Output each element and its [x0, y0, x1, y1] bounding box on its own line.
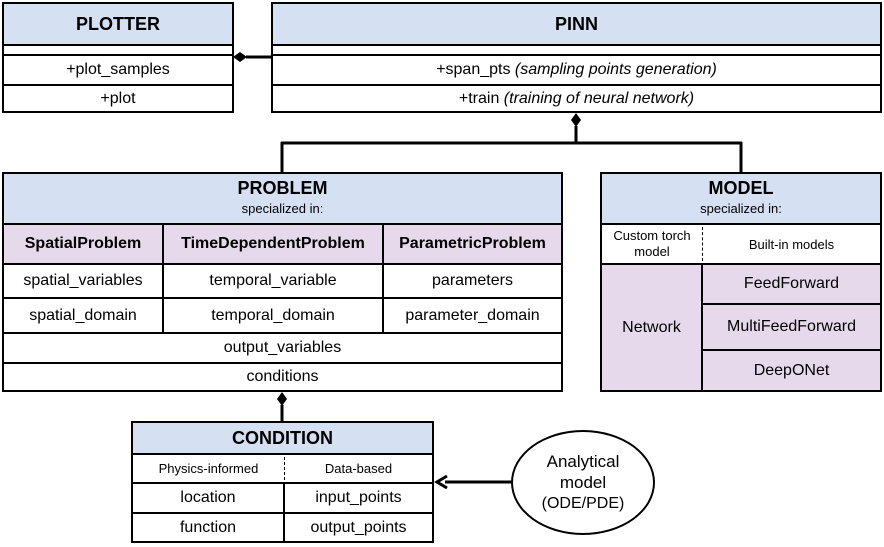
method-description: (training of neural network): [503, 89, 695, 107]
plotter-method: +plot: [100, 89, 136, 107]
problem-condition-diamond: [277, 392, 287, 406]
analytical-line1: Analytical: [546, 452, 620, 471]
model-subtitle: specialized in:: [700, 201, 782, 216]
pinn-diamond: [571, 113, 581, 127]
kind-divider-dashed: [284, 457, 285, 480]
model-title: MODEL: [708, 178, 774, 198]
builtin-models-label: Built-in models: [748, 236, 835, 252]
shared-attribute-conditions: conditions: [246, 368, 319, 385]
condition-attribute-location: location: [180, 489, 236, 506]
problem-subtitle: specialized in:: [241, 201, 324, 216]
label-divider-dashed: [702, 227, 703, 261]
model-deeponet: DeepONet: [703, 351, 880, 390]
attribute: parameter_domain: [405, 306, 540, 324]
physics-informed-label: Physics-informed: [158, 461, 259, 476]
pinn-class: PINN +span_pts (sampling points generati…: [271, 2, 882, 113]
method-description: (sampling points generation): [514, 61, 717, 78]
condition-attribute-function: function: [179, 518, 237, 536]
condition-attribute-input-points: input_points: [315, 489, 402, 506]
problem-class: PROBLEM specialized in: SpatialProblem T…: [2, 172, 563, 392]
shared-attribute-output-variables: output_variables: [223, 339, 342, 356]
attribute: spatial_variables: [23, 272, 143, 289]
network-cell: Network: [602, 265, 701, 390]
model-multifeedforward: MultiFeedForward: [703, 305, 880, 349]
attribute: temporal_domain: [211, 306, 335, 324]
problem-title: PROBLEM: [237, 178, 328, 198]
problem-type-spatial: SpatialProblem: [4, 225, 162, 263]
plotter-title: PLOTTER: [4, 4, 232, 44]
data-based-label: Data-based: [324, 461, 393, 476]
problem-type-time-dependent: TimeDependentProblem: [164, 225, 382, 263]
pinn-method-span-pts: +span_pts (sampling points generation): [273, 56, 880, 84]
model-class: MODEL specialized in: Custom torch model…: [600, 172, 882, 392]
condition-class: CONDITION Physics-informed Data-based lo…: [131, 421, 434, 543]
condition-attribute-output-points: output_points: [310, 518, 407, 536]
plotter-method: +plot_samples: [66, 61, 170, 78]
analytical-model-ellipse: Analytical model (ODE/PDE): [511, 430, 655, 535]
analytical-line3: (ODE/PDE): [541, 495, 625, 512]
attribute: temporal_variable: [209, 272, 337, 289]
pinn-method-train: +train (training of neural network): [273, 86, 880, 111]
attribute: parameters: [432, 272, 513, 289]
condition-title: CONDITION: [133, 423, 432, 453]
plotter-class: PLOTTER +plot_samples +plot: [2, 2, 234, 113]
custom-torch-model-label: Custom torch model: [613, 228, 691, 259]
analytical-line2: model: [559, 473, 607, 492]
analytical-arrow-head: [434, 474, 448, 490]
pinn-title: PINN: [273, 4, 880, 44]
model-header: MODEL specialized in:: [602, 174, 880, 223]
method-name: +span_pts: [436, 61, 511, 78]
method-name: +train: [458, 89, 500, 107]
plotter-pinn-diamond: [233, 52, 247, 62]
problem-header: PROBLEM specialized in:: [4, 174, 561, 223]
model-feedforward: FeedForward: [703, 265, 880, 303]
attribute: spatial_domain: [29, 306, 137, 324]
problem-type-parametric: ParametricProblem: [384, 225, 561, 263]
